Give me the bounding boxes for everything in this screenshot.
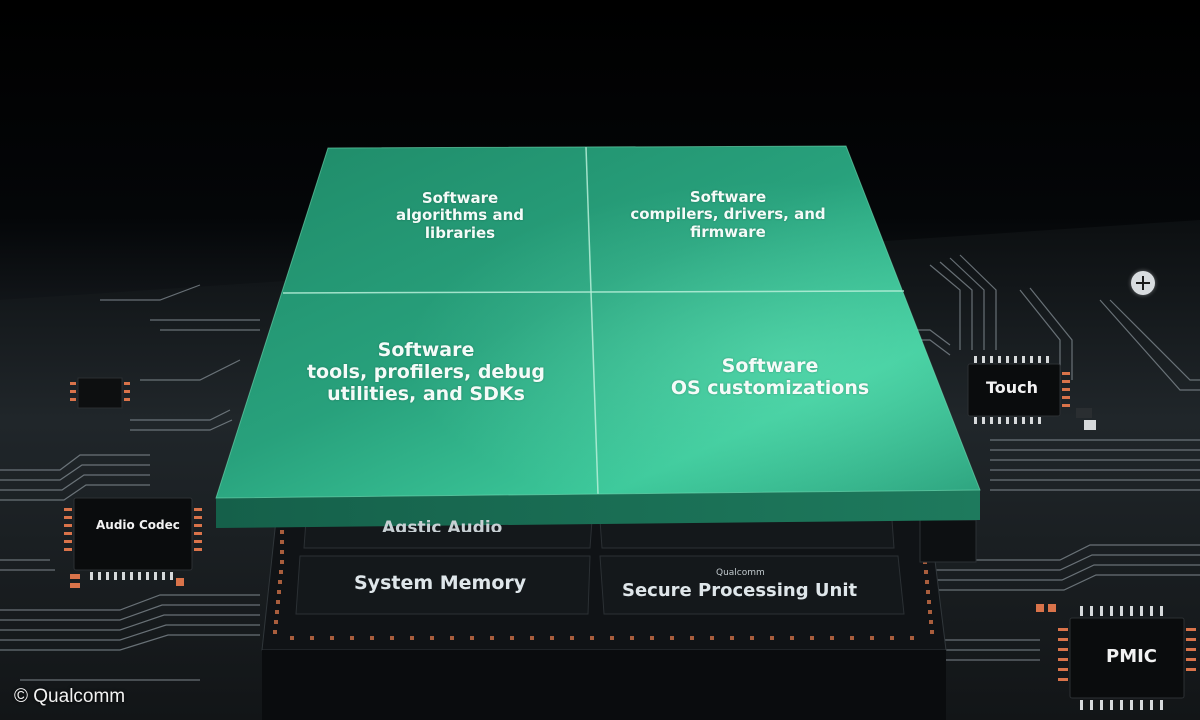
quad-line: Software — [377, 339, 475, 361]
audio-codec-label: Audio Codec — [96, 518, 180, 532]
block-top-right — [599, 519, 895, 549]
small-chip-left — [70, 377, 130, 409]
quad-line: OS customizations — [670, 376, 870, 399]
pmic-label: PMIC — [1106, 646, 1158, 667]
spu-block — [599, 555, 905, 615]
pmic-chip — [1036, 604, 1196, 710]
quad-line: Software — [689, 188, 767, 206]
tile-quadrant-bottom-right: Software OS customizations — [620, 355, 920, 400]
quad-line: tools, profilers, debug — [306, 360, 546, 383]
quad-line: algorithms and — [395, 206, 524, 225]
soc-package — [261, 519, 977, 720]
system-memory-block — [295, 555, 591, 615]
tile-quadrant-top-right: Software compilers, drivers, and firmwar… — [588, 188, 868, 241]
traces — [0, 254, 1200, 681]
quad-line: Software — [421, 189, 499, 207]
spu-brand-label: Qualcomm — [716, 568, 765, 578]
system-memory-label: System Memory — [354, 572, 527, 594]
quad-line: compilers, drivers, and — [630, 205, 826, 224]
tile-quadrant-top-left: Software algorithms and libraries — [330, 189, 590, 242]
aqstic-audio-label: Aqstic Audio — [382, 518, 503, 538]
touch-chip — [967, 356, 1096, 430]
quad-line: libraries — [424, 223, 496, 242]
quad-line: utilities, and SDKs — [327, 382, 525, 405]
secure-processing-unit-label: Secure Processing Unit — [622, 580, 858, 601]
quad-line: firmware — [690, 222, 766, 241]
tile-quadrant-bottom-left: Software tools, profilers, debug utiliti… — [266, 339, 586, 406]
copyright-credit: © Qualcomm — [14, 686, 126, 707]
touch-label: Touch — [986, 378, 1039, 397]
soc-bottom-pads — [290, 636, 914, 640]
plus-icon — [1131, 271, 1155, 295]
audio-codec-chip — [64, 497, 202, 588]
green-software-tile — [215, 145, 981, 528]
quad-line: Software — [721, 355, 819, 377]
tile-edge — [216, 490, 980, 528]
